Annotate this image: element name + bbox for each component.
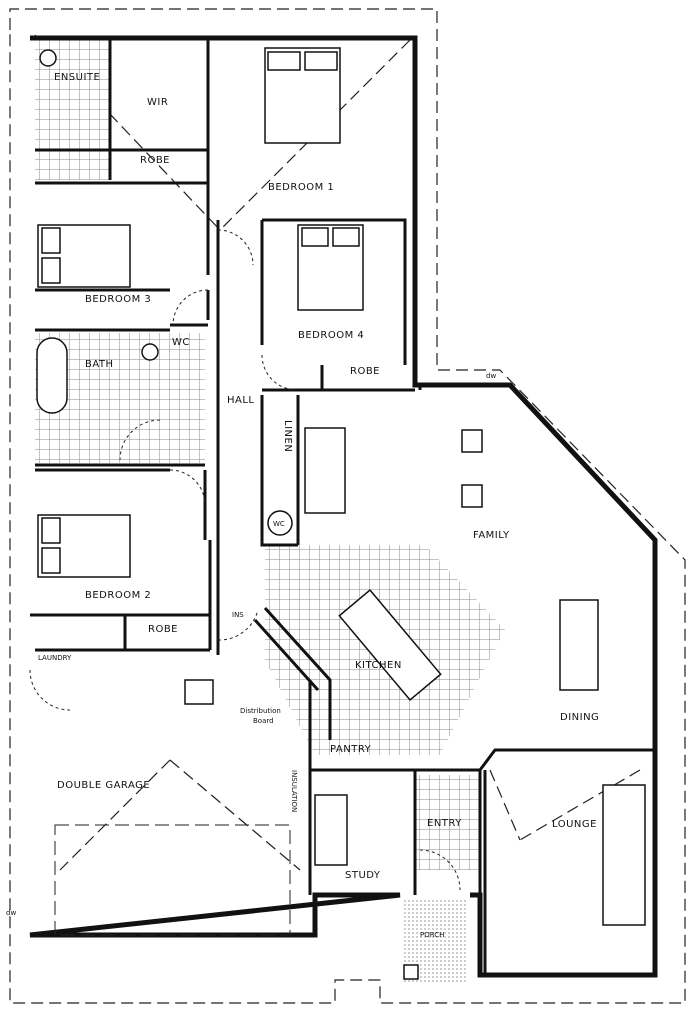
toilet xyxy=(141,343,159,361)
label-robe-4: ROBE xyxy=(350,366,380,377)
door-swings xyxy=(29,229,461,891)
label-board: Board xyxy=(253,717,274,725)
label-bedroom-2: BEDROOM 2 xyxy=(85,590,151,601)
label-entry: ENTRY xyxy=(427,818,462,829)
label-family: FAMILY xyxy=(473,530,510,541)
label-bedroom-3: BEDROOM 3 xyxy=(85,294,151,305)
label-study: STUDY xyxy=(345,870,381,881)
meter-box xyxy=(184,679,214,705)
label-bedroom-4: BEDROOM 4 xyxy=(298,330,364,341)
label-linen: LINEN xyxy=(282,420,293,452)
label-double-garage: DOUBLE GARAGE xyxy=(57,780,150,791)
label-porch: PORCH xyxy=(420,931,444,939)
label-bath: BATH xyxy=(85,359,114,370)
label-kitchen: KITCHEN xyxy=(355,660,402,671)
study-desk xyxy=(314,794,348,866)
label-pantry: PANTRY xyxy=(330,744,372,755)
bathtub xyxy=(36,337,68,414)
label-dw-2: dw xyxy=(6,909,16,917)
lounge-sofa xyxy=(602,784,646,926)
label-wir: WIR xyxy=(147,97,168,108)
label-lounge: LOUNGE xyxy=(552,819,597,830)
furniture xyxy=(36,47,646,980)
label-ensuite: ENSUITE xyxy=(54,72,100,83)
label-wc: WC xyxy=(172,337,190,348)
exterior-walls xyxy=(29,35,658,978)
label-dw-1: dw xyxy=(486,372,496,380)
label-insulation: INSULATION xyxy=(290,770,298,812)
family-chair xyxy=(461,429,483,508)
label-ins: INS xyxy=(232,611,244,619)
label-wc-2: WC xyxy=(273,520,285,528)
label-hall: HALL xyxy=(227,395,255,406)
room-labels: ENSUITE WIR ROBE BEDROOM 1 BEDROOM 3 BED… xyxy=(6,72,599,939)
label-laundry: LAUNDRY xyxy=(38,654,72,662)
label-distribution: Distribution xyxy=(240,707,281,715)
label-dining: DINING xyxy=(560,712,599,723)
car-space xyxy=(54,824,291,936)
label-robe-2: ROBE xyxy=(148,624,178,635)
dining-table xyxy=(559,599,599,691)
kitchen-island xyxy=(338,588,442,702)
label-robe-1: ROBE xyxy=(140,155,170,166)
sofa-family xyxy=(304,427,346,514)
label-bedroom-1: BEDROOM 1 xyxy=(268,182,334,193)
